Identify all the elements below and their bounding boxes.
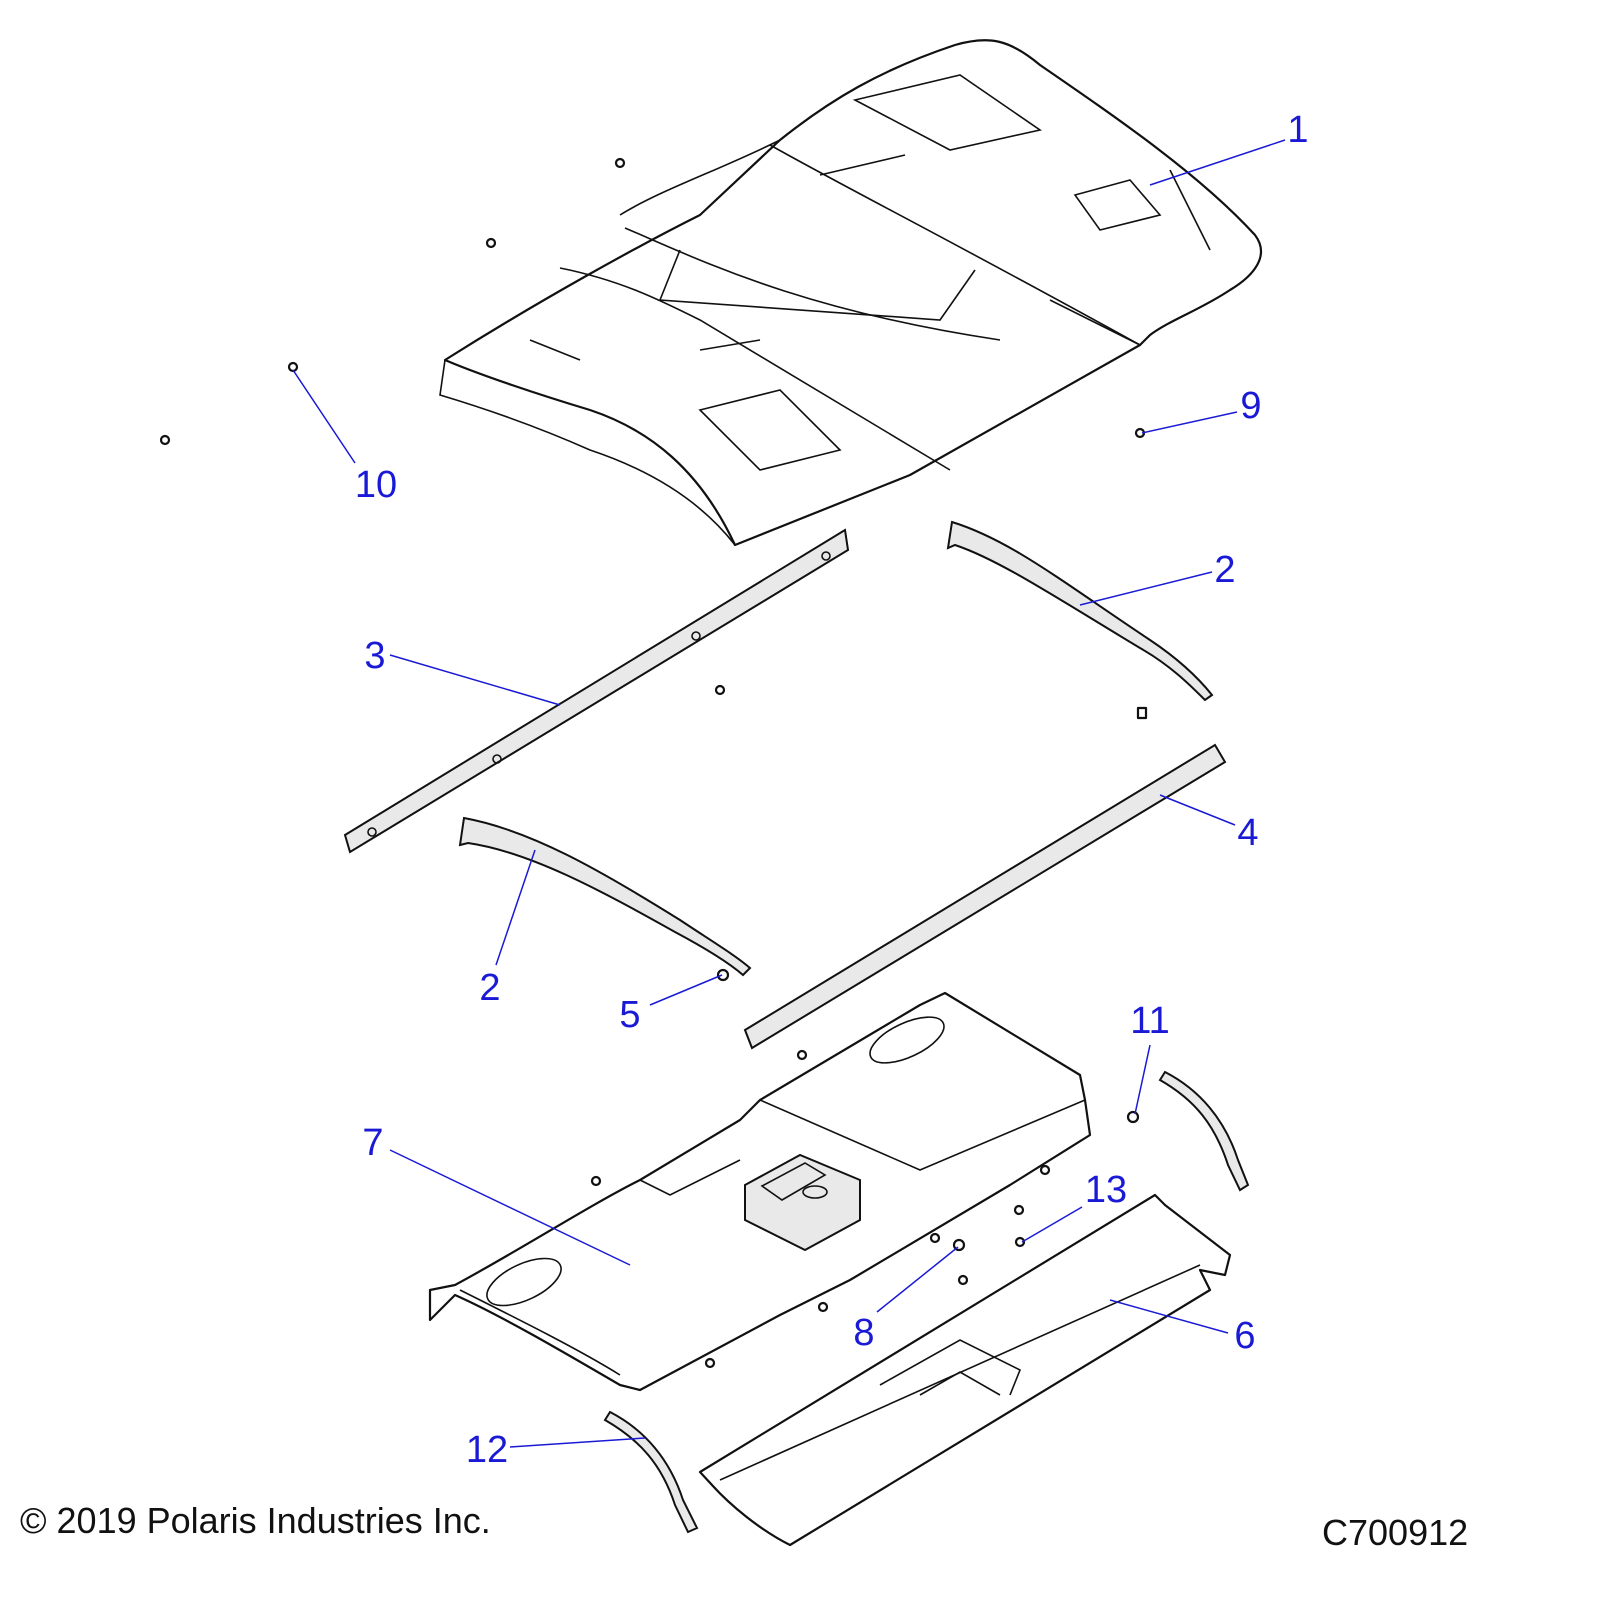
callout-2-lower: 2 — [479, 967, 500, 1009]
callout-10: 10 — [355, 464, 397, 506]
callout-7: 7 — [362, 1122, 383, 1164]
headliner-panel — [428, 991, 1092, 1392]
corner-trim-right — [1158, 1070, 1250, 1192]
copyright-notice: © 2019 Polaris Industries Inc. — [20, 1500, 491, 1541]
callout-4: 4 — [1237, 812, 1258, 854]
front-bracket — [343, 528, 850, 854]
callout-8: 8 — [853, 1312, 874, 1354]
callout-1: 1 — [1287, 109, 1308, 151]
trim-strip-lower — [458, 816, 752, 977]
trim-strip-upper — [946, 520, 1214, 702]
roof-part — [439, 39, 1262, 547]
callout-13: 13 — [1085, 1169, 1127, 1211]
callout-12: 12 — [466, 1429, 508, 1471]
callout-3: 3 — [364, 635, 385, 677]
callout-6: 6 — [1234, 1315, 1255, 1357]
callout-labels: 1 2 2 3 4 5 6 7 8 9 10 11 12 13 — [355, 109, 1309, 1471]
callout-5: 5 — [619, 994, 640, 1036]
roof-screws — [159, 157, 1146, 446]
seal-strip — [743, 743, 1227, 1050]
callout-2-upper: 2 — [1214, 549, 1235, 591]
drawing-number: C700912 — [1322, 1512, 1469, 1553]
leader-lines — [292, 139, 1286, 1448]
clips — [590, 684, 1148, 1369]
callout-11: 11 — [1130, 1000, 1169, 1042]
corner-trim-left — [603, 1410, 699, 1534]
lower-trim-panel — [698, 1193, 1232, 1547]
callout-9: 9 — [1240, 385, 1261, 427]
